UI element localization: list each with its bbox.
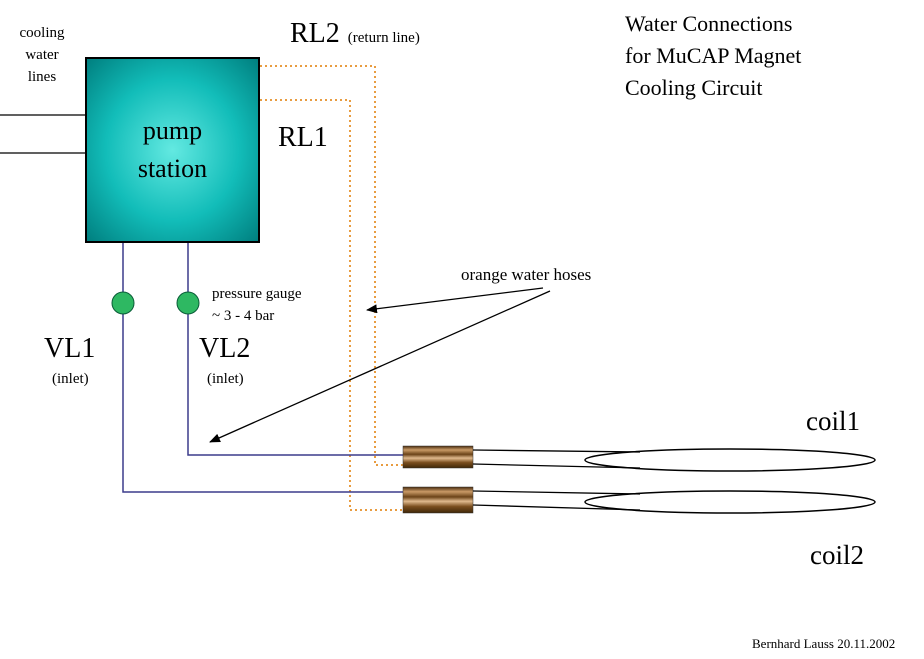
diagram-title-line3: Cooling Circuit: [625, 75, 763, 100]
diagram-title: Water Connections for MuCAP Magnet Cooli…: [625, 8, 801, 104]
hose-annotation-arrow-long: [209, 290, 551, 443]
rl2-label: RL2: [290, 18, 340, 49]
coil2-ellipse: [584, 490, 876, 514]
cooling-water-lines-label-1: cooling: [19, 25, 65, 41]
pressure-gauge-vl1-icon: [111, 291, 135, 315]
pressure-gauge-label: pressure gauge: [212, 286, 302, 302]
hose-annotation-arrow-short: [366, 287, 544, 314]
vl2-label: VL2: [199, 333, 251, 364]
vl1-sublabel: (inlet): [52, 371, 89, 387]
coil2-label: coil2: [810, 540, 864, 570]
cooling-water-lines-label-3: lines: [27, 69, 57, 85]
pump-station-label-line2: station: [137, 154, 208, 183]
inlet-line-vl1: [122, 243, 403, 493]
diagram-title-line1: Water Connections: [625, 11, 793, 36]
hose-connector-coil1: [402, 445, 474, 469]
rl2-sublabel: (return line): [347, 30, 420, 46]
cooling-water-lines-label: cooling water lines: [6, 22, 78, 88]
hose-connector-coil2: [402, 486, 474, 514]
pressure-gauge-vl2-icon: [176, 291, 200, 315]
pressure-gauge-note: pressure gauge ~ 3 - 4 bar: [212, 283, 302, 327]
pump-station-label-line1: pump: [142, 116, 203, 145]
coil1-lead-bottom: [472, 463, 641, 469]
vl1-label: VL1: [44, 333, 96, 364]
vl2-sublabel: (inlet): [207, 371, 244, 387]
return-line-rl1-hose: [260, 99, 403, 511]
rl2-label-group: RL2 (return line): [290, 18, 420, 50]
rl1-label: RL1: [278, 122, 328, 153]
coil2-lead-top: [472, 490, 641, 495]
orange-water-hoses-label: orange water hoses: [461, 265, 592, 284]
pressure-gauge-value: ~ 3 - 4 bar: [212, 308, 275, 324]
cooling-water-lines-label-2: water: [25, 47, 59, 63]
author-credit: Bernhard Lauss 20.11.2002: [752, 636, 896, 651]
coil1-ellipse: [584, 448, 876, 472]
pump-station-box: pump station: [85, 57, 260, 243]
coil1-label: coil1: [806, 406, 860, 436]
diagram-title-line2: for MuCAP Magnet: [625, 43, 802, 68]
coil1-lead-top: [472, 449, 641, 453]
